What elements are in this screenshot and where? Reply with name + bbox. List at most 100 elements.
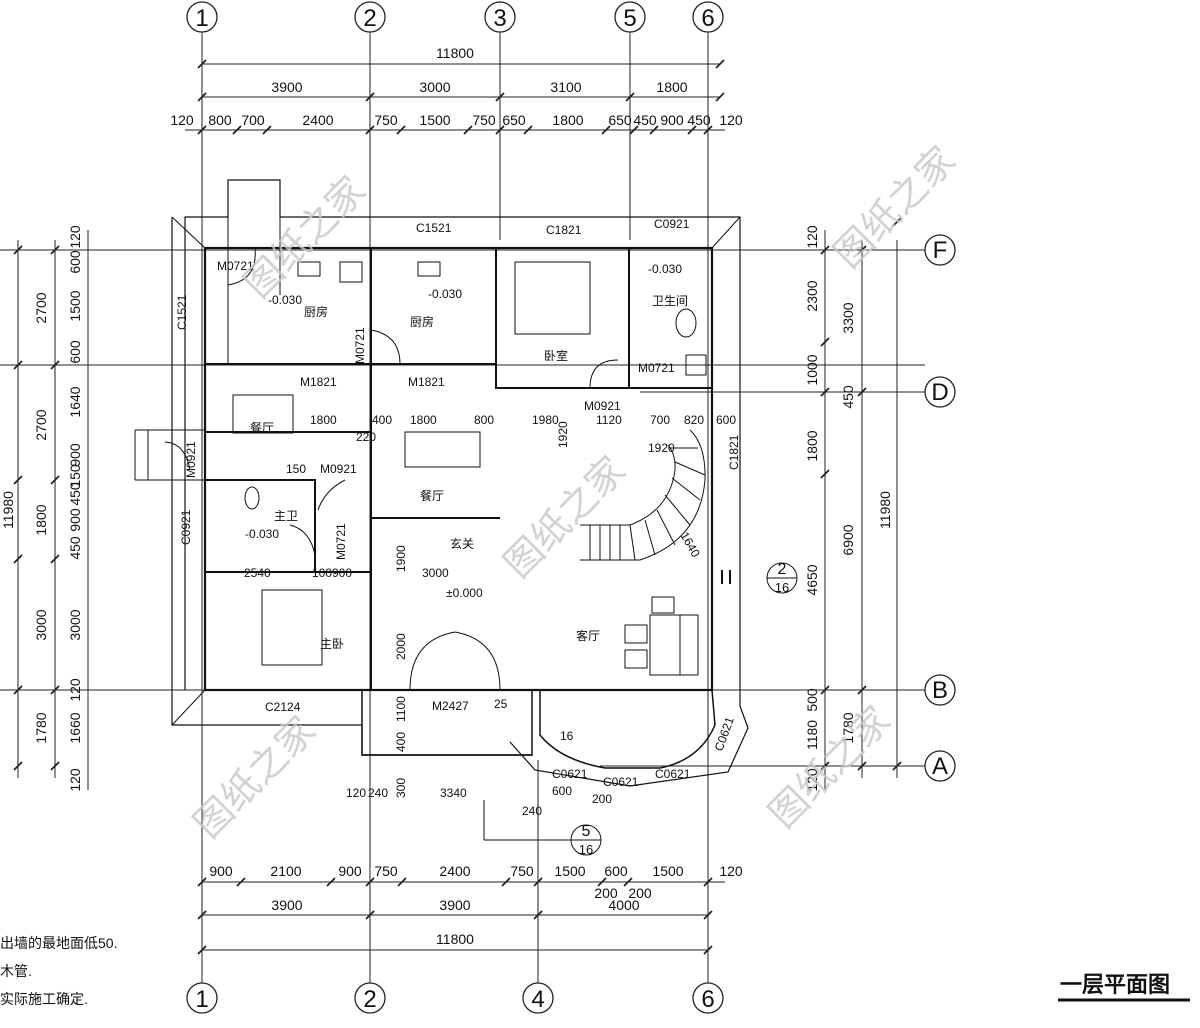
dim-r-1: 450 <box>840 385 856 409</box>
dim-b1-3: 750 <box>374 863 398 879</box>
dim-b1-5: 750 <box>510 863 534 879</box>
dim-t3-12: 450 <box>687 112 711 128</box>
dimension-lines <box>17 63 898 951</box>
watermark-5: 图纸之家 <box>760 698 899 837</box>
window-c0621-1: C0621 <box>552 767 588 781</box>
section-mark-5-ref: 16 <box>579 842 593 857</box>
idim-4: 1980 <box>532 413 559 427</box>
dim-li-3: 600 <box>67 340 83 364</box>
idim-22: 240 <box>368 786 388 800</box>
door-swings <box>164 247 619 691</box>
dim-li-5: 900 <box>67 443 83 467</box>
note-1: 出墙的最地面低50. <box>0 935 117 951</box>
idim-8: 600 <box>716 413 736 427</box>
door-labels: M0721 M0721 M1821 M1821 M0921 M0721 M092… <box>184 259 675 713</box>
dim-b-small-0: 200 <box>594 885 618 901</box>
dim-b1-4: 2400 <box>439 863 470 879</box>
dim-li-4: 1640 <box>67 386 83 417</box>
dim-b1-9: 120 <box>719 863 743 879</box>
idim-26: 200 <box>592 792 612 806</box>
axis-grid-lines <box>0 30 925 985</box>
axis-bottom-4: 4 <box>531 986 544 1013</box>
idim-0: 1800 <box>310 413 337 427</box>
dim-b1-2: 900 <box>338 863 362 879</box>
drawing-title: 一层平面图 <box>1060 972 1170 997</box>
idim-24: 240 <box>522 804 542 818</box>
dim-t3-1: 800 <box>208 112 232 128</box>
axis-top-2: 2 <box>363 5 376 32</box>
dim-l-1: 2700 <box>33 409 49 440</box>
furniture <box>232 261 707 676</box>
bottom-dimensions: 900 2100 900 750 2400 750 1500 600 1500 … <box>209 863 743 947</box>
dim-left-total: 11980 <box>0 491 16 529</box>
dim-t3-8: 1800 <box>552 112 583 128</box>
idim-20: 300 <box>394 778 408 798</box>
door-m2427: M2427 <box>432 699 469 713</box>
room-dining-2: 餐厅 <box>420 488 444 503</box>
level-kitchen-2: -0.030 <box>428 287 462 301</box>
idim-30: 16 <box>560 729 574 743</box>
dim-li-11: 120 <box>67 678 83 702</box>
dim-b1-0: 900 <box>209 863 233 879</box>
dim-t3-9: 650 <box>608 112 632 128</box>
dim-li-1: 600 <box>67 250 83 274</box>
dim-b1-7: 600 <box>604 863 628 879</box>
idim-29: 150 <box>286 462 306 476</box>
axis-right-A: A <box>932 753 948 780</box>
idim-14: 900 <box>332 566 352 580</box>
dim-bottom-total: 11800 <box>436 931 474 947</box>
right-dimensions: 120 2300 1000 1800 4650 500 1180 120 330… <box>804 225 893 792</box>
door-m0721-4: M0721 <box>334 523 348 560</box>
door-m1821-1: M1821 <box>300 375 337 389</box>
idim-28: 25 <box>494 697 508 711</box>
dim-top-1: 3900 <box>271 79 302 95</box>
dim-b1-6: 1500 <box>554 863 585 879</box>
dim-top-2: 3000 <box>419 79 450 95</box>
room-dining-1: 餐厅 <box>250 420 274 435</box>
idim-17: 2000 <box>394 633 408 660</box>
dim-li-6: 150 <box>67 464 83 488</box>
dim-l-4: 1780 <box>33 712 49 743</box>
room-kitchen-2: 厨房 <box>410 314 434 329</box>
dim-ri-0: 120 <box>804 225 820 249</box>
left-dimensions: 11980 2700 2700 1800 3000 1780 120 600 1… <box>0 225 83 792</box>
building-walls <box>134 179 749 787</box>
window-c0621-4: C0621 <box>712 715 737 753</box>
dim-t3-4: 750 <box>374 112 398 128</box>
idim-3: 800 <box>474 413 494 427</box>
idim-23: 3340 <box>440 786 467 800</box>
idim-15: 1900 <box>394 545 408 572</box>
top-dimensions: 11800 3900 3000 3100 1800 120 800 700 24… <box>170 45 743 128</box>
dim-l-2: 1800 <box>33 504 49 535</box>
dim-t3-10: 450 <box>633 112 657 128</box>
dim-t3-6: 750 <box>472 112 496 128</box>
note-3: 实际施工确定. <box>0 991 88 1007</box>
axis-top-5: 5 <box>623 5 636 32</box>
dim-ri-2: 1000 <box>804 354 820 385</box>
idim-6: 700 <box>650 413 670 427</box>
dim-r-3: 1780 <box>840 712 856 743</box>
dim-top-3: 3100 <box>550 79 581 95</box>
axis-right-D: D <box>931 379 948 406</box>
dim-t3-5: 1500 <box>419 112 450 128</box>
dim-b2-0: 3900 <box>271 897 302 913</box>
spiral-staircase <box>580 429 706 561</box>
room-master-bath: 主卫 <box>274 509 298 523</box>
section-mark-2-ref: 16 <box>775 580 789 595</box>
dim-ri-4: 4650 <box>804 564 820 595</box>
window-c2124: C2124 <box>265 700 301 714</box>
watermark-2: 图纸之家 <box>495 448 634 587</box>
dim-li-7: 450 <box>67 482 83 506</box>
window-c1821-2: C1821 <box>727 434 741 470</box>
door-m0921-2: M0921 <box>184 441 198 478</box>
dim-top-total: 11800 <box>436 45 474 61</box>
dim-t3-2: 700 <box>241 112 265 128</box>
notes: 出墙的最地面低50. 木管. 实际施工确定. <box>0 935 117 1007</box>
idim-19: 400 <box>394 732 408 752</box>
window-labels: C1521 C1521 C1821 C0921 C1821 C0921 C212… <box>175 217 741 789</box>
room-master-bedroom: 主卧 <box>320 637 344 651</box>
idim-5: 1120 <box>596 413 622 427</box>
axis-bottom-2: 2 <box>363 986 376 1013</box>
dim-l-0: 2700 <box>33 292 49 323</box>
dim-b2-1: 3900 <box>439 897 470 913</box>
